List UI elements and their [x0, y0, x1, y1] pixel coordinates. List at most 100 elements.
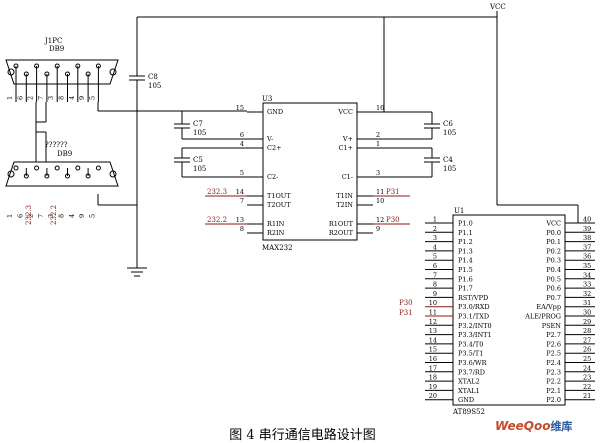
j2-hole: [13, 165, 19, 171]
u3-pin-name: R2IN: [267, 229, 285, 237]
u1-ref: U1: [454, 207, 464, 215]
u1-pin-name: P3.5/T1: [458, 350, 483, 358]
u3-pin-name: C1-: [342, 173, 353, 181]
u3-net-232-3: 232.3: [207, 188, 227, 196]
u1-pin-number: 15: [429, 346, 437, 354]
u1-pin-number: 32: [583, 290, 591, 298]
j2-pin-number: 6: [16, 214, 24, 218]
capacitor-c7: C7 105: [174, 111, 247, 140]
u1-pin-name: P1.4: [458, 257, 473, 265]
j2-pin-number: 3: [47, 214, 55, 218]
u1-pin-name: P0.5: [546, 275, 561, 283]
c5-name: C5: [193, 156, 203, 164]
u1-net-p31: P31: [399, 309, 413, 317]
u1-pin-number: 7: [433, 271, 437, 279]
u1-pin-number: 33: [583, 281, 591, 289]
u1-pin-number: 24: [583, 364, 591, 372]
u3-pin-name: R1OUT: [329, 220, 354, 228]
u1-pin-name: P1.0: [458, 220, 473, 228]
u3-ref: U3: [262, 95, 272, 103]
u1-pin-number: 28: [583, 327, 591, 335]
u1-pin-name: P3.1/TXD: [458, 313, 489, 321]
u3-pin-name: C2-: [267, 173, 278, 181]
u3-pin-name: T2IN: [336, 201, 353, 209]
u3-pin-number: 1: [376, 140, 380, 148]
u1-pin-name: VCC: [545, 220, 561, 228]
u3-pin-number: 8: [240, 225, 244, 233]
u1-pin-number: 19: [429, 383, 437, 391]
c7-name: C7: [193, 120, 203, 128]
u3-pin-name: C2+: [267, 144, 282, 152]
u1-pin-name: P2.0: [546, 396, 561, 404]
u1-pin-number: 4: [433, 243, 437, 251]
u1-pin-name: P3.6/WR: [458, 359, 488, 367]
j1-pin-number: 9: [78, 96, 86, 100]
u3-pin-number: 4: [240, 140, 244, 148]
capacitor-c4: C4 105: [373, 147, 456, 178]
u3-pin-name: GND: [267, 108, 283, 116]
j2-pin-number: 9: [78, 214, 86, 218]
u1-pin-name: P0.3: [546, 257, 561, 265]
u1-pin-name: P0.6: [546, 285, 561, 293]
u3-net-p30: P30: [386, 216, 400, 224]
c6-name: C6: [443, 120, 453, 128]
u1-pin-number: 39: [583, 225, 591, 233]
u1-pin-number: 37: [583, 243, 591, 251]
u1-pin-number: 22: [583, 383, 591, 391]
u1-pin-name: P2.4: [546, 359, 561, 367]
u1-pin-number: 11: [429, 309, 437, 317]
u3-net-232-2: 232.2: [207, 216, 227, 224]
j2-pin-number: 8: [58, 214, 66, 218]
u1-pin-name: XTAL2: [458, 378, 480, 386]
u1-pin-number: 6: [433, 262, 437, 270]
u1-pin-name: PSEN: [542, 322, 562, 330]
u1-pin-number: 5: [433, 253, 437, 261]
u1-pin-name: ALE/PROG: [524, 313, 561, 321]
capacitor-c5: C5 105: [174, 147, 247, 178]
vcc-rail: VCC: [136, 3, 579, 223]
u1-pin-number: 30: [583, 309, 591, 317]
u1-net-p30: P30: [399, 299, 413, 307]
u1-pin-name: P3.0/RXD: [458, 303, 490, 311]
u3-pin-name: VCC: [337, 108, 353, 116]
u3-pin-name: C1+: [338, 144, 353, 152]
u1-pin-number: 21: [583, 392, 591, 400]
u1-pin-name: RST/VPD: [458, 294, 488, 302]
u3-pin-number: 2: [376, 131, 380, 139]
j1-pin-number: 3: [47, 96, 55, 100]
u1-pin-name: P1.7: [458, 285, 473, 293]
u1-pin-name: P3.2/INT0: [458, 322, 492, 330]
u1-pin-number: 25: [583, 355, 591, 363]
u1-pin-number: 23: [583, 374, 591, 382]
u3-pin-number: 15: [236, 104, 244, 112]
u1-pin-number: 12: [429, 318, 437, 326]
j2-net-232-3: 232.3: [25, 205, 33, 225]
j1-pin-number: 6: [16, 96, 24, 100]
u1-pin-number: 8: [433, 281, 437, 289]
j2-name: ??????: [45, 141, 68, 149]
u3-pin-number: 13: [236, 216, 244, 224]
u1-pin-name: P2.1: [546, 387, 561, 395]
u3-pin-name: R2OUT: [329, 229, 354, 237]
u1-pin-name: P1.2: [458, 238, 473, 246]
u1-pin-number: 35: [583, 262, 591, 270]
u1-pin-name: GND: [458, 396, 474, 404]
c5-value: 105: [193, 165, 206, 173]
j2-hole: [75, 165, 81, 171]
j2-hole: [95, 165, 101, 171]
u1-pin-number: 26: [583, 346, 591, 354]
watermark-cn: 维库: [550, 420, 573, 433]
watermark-brand: WeeQoo: [495, 419, 551, 433]
c8-value: 105: [148, 82, 161, 90]
u3-pin-number: 12: [376, 216, 384, 224]
u1-pin-name: P0.2: [546, 247, 561, 255]
u1-pin-number: 14: [429, 336, 437, 344]
u3-pin-name: V-: [266, 135, 273, 143]
u1-pin-name: P1.1: [458, 229, 473, 237]
j2-pin-number: 1: [6, 214, 14, 218]
u3-pin-number: 7: [240, 197, 244, 205]
u1-pin-name: P3.3/INT1: [458, 331, 492, 339]
j2-net-232-2: 232.2: [50, 205, 58, 225]
